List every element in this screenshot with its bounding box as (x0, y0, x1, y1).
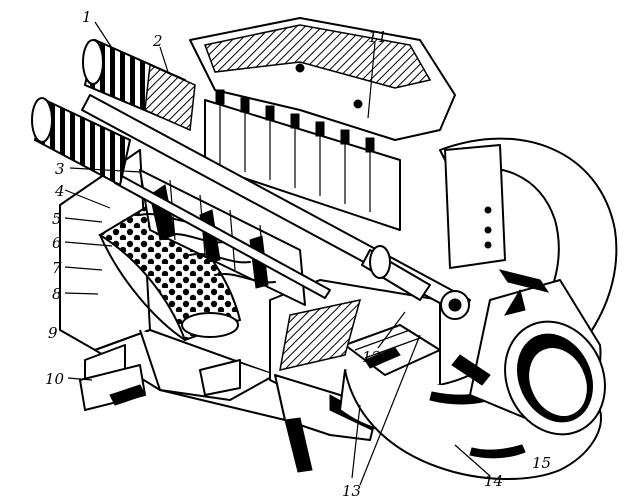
label-3: 3 (55, 160, 65, 178)
label-2: 2 (152, 32, 163, 50)
label-4: 4 (54, 182, 65, 200)
label-1: 1 (82, 8, 92, 26)
label-7: 7 (52, 259, 62, 277)
label-5: 5 (52, 210, 62, 228)
label-9: 9 (48, 324, 58, 342)
label-15: 15 (532, 454, 551, 472)
upper-rod-assembly (204, 63, 401, 231)
label-14: 14 (484, 472, 503, 490)
label-8: 8 (52, 285, 62, 303)
perforated-screen (98, 203, 242, 342)
support-feet (79, 344, 313, 473)
label-12: 12 (362, 348, 381, 366)
outlet-pipe (451, 269, 606, 436)
label-11: 11 (368, 28, 387, 46)
label-13: 13 (342, 482, 361, 500)
label-10: 10 (45, 370, 65, 388)
part-labels: 1 2 3 4 5 6 7 8 9 10 11 12 13 14 15 (45, 8, 551, 500)
leader-lines (64, 21, 491, 486)
main-shafts (81, 94, 471, 320)
drive-pulleys (31, 38, 196, 187)
label-6: 6 (52, 234, 62, 252)
